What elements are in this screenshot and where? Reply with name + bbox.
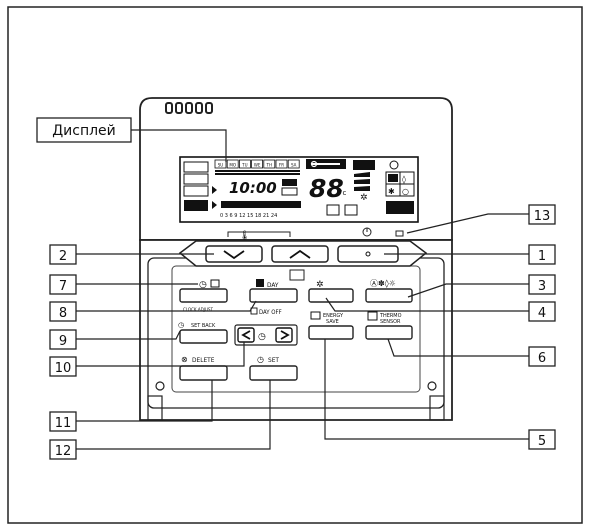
day-off-label: DAY OFF [259,309,282,316]
delete-icon: ⊗ [181,355,188,364]
mode-button[interactable] [365,288,413,303]
clock-adjust-button[interactable] [179,288,228,303]
display-callout-box [36,117,132,143]
weekday-box [263,159,276,169]
weekday-box [275,159,288,169]
outer-frame [7,6,583,524]
top-vent-slots [165,102,213,114]
setback-icon [184,200,208,211]
temp-up-button[interactable] [271,245,329,263]
weekday-label: WE [254,163,261,169]
set-label: SET [268,356,279,364]
weekday-label: FR [279,163,284,169]
weekday-label: MO [229,163,236,169]
svg-text:1: 1 [538,249,546,264]
display-callout-label: Дисплей [52,123,116,139]
lid-notch [289,269,305,281]
weekday-box [226,159,239,169]
svg-text:6: 6 [538,351,546,366]
day-icon [256,279,264,287]
delete-button[interactable] [179,365,228,381]
weekday-row: SU MO TU WE TH FR SA [214,159,300,169]
svg-text:9: 9 [59,334,67,349]
svg-text:3: 3 [538,279,546,294]
delete-label: DELETE [192,356,215,364]
set-back-button[interactable] [179,329,228,344]
energy-save-label-1: ENERGY [323,313,344,319]
energy-save-lcd-icon [326,204,340,216]
day-off-icon [250,307,258,315]
timer-left-button[interactable] [237,327,255,343]
thermo-sensor-label-2: SENSOR [380,319,401,325]
svg-text:8: 8 [59,306,67,321]
energy-save-icon [310,311,321,320]
timer-on-off-icon [183,161,209,173]
set-button[interactable] [249,365,298,381]
weekday-label: SA [291,163,297,169]
timer-7-icon [183,185,209,197]
program-icon [210,279,220,288]
fan-speed-bars [354,172,370,191]
weekday-box [287,159,300,169]
callouts: 2 7 8 9 10 11 12 13 1 3 [49,204,556,460]
svg-text:13: 13 [534,209,551,224]
program-timeline-bar [221,201,301,208]
weekday-box [251,159,264,169]
fan-icon: ✲ [360,193,368,203]
fan-mode-icon: ○ [402,187,409,196]
auto-mode-icon [389,160,399,170]
fan-speed-button[interactable] [308,288,354,303]
power-status-icon [386,201,414,214]
arrow-button-row [178,240,428,267]
energy-save-button[interactable] [308,325,354,340]
timeline-ticks: 0 3 6 9 12 15 18 21 24 [220,213,277,219]
clock-adjust-label: CLOCK ADJUST [183,307,213,313]
weekday-box [214,159,227,169]
heat-mode-icon: ✱ [388,187,395,196]
temp-down-button[interactable] [205,245,263,263]
weekday-label: TU [241,163,247,169]
fan-speed-icon: ✲ [316,280,324,290]
timer-clock-icon: ◷ [258,332,266,342]
dry-mode-icon: ◊ [402,175,406,184]
set-back-label: SET BACK [191,323,216,329]
timer-next-icon [183,173,209,185]
temperature-digits: 88 [309,174,344,203]
thermo-sensor-icon [367,311,378,321]
mode-icons: Ⓐ✽◊☼ [370,279,396,288]
fan-auto-icon [353,160,375,170]
svg-text:2: 2 [59,249,67,264]
weekday-label: SU [218,163,224,169]
clock-time: 10:00 [229,179,277,197]
energy-save-label-2: SAVE [326,319,339,325]
setback-clock-icon: ◷ [178,321,185,329]
svg-text:10: 10 [55,361,72,376]
screw-right [427,381,437,391]
weekday-box [238,159,251,169]
day-button[interactable] [249,288,298,303]
lcd-display: SU MO TU WE TH FR SA 10:00 0 3 6 9 12 15 18 21… [179,156,419,223]
thermometer-icon: 🌡 [239,230,250,241]
svg-text:12: 12 [55,444,72,459]
thermo-sensor-label-1: THERMO [379,313,402,319]
clock-icon: ◷ [199,280,207,290]
operation-lamp [395,230,404,237]
set-clock-icon: ◷ [257,355,264,364]
temperature-unit: °c [339,189,347,197]
cool-mode-icon [388,174,398,182]
timer-right-button[interactable] [275,327,293,343]
thermo-sensor-button[interactable] [365,325,413,340]
weekday-label: TH [266,163,273,169]
svg-text:11: 11 [55,416,72,431]
screw-left [155,381,165,391]
svg-text:4: 4 [538,306,546,321]
thermo-sensor-lcd-icon [344,204,358,216]
svg-text:7: 7 [59,279,67,294]
timer-select-buttons: ◷ [234,324,298,346]
day-label: DAY [267,281,279,289]
svg-text:5: 5 [538,434,546,449]
